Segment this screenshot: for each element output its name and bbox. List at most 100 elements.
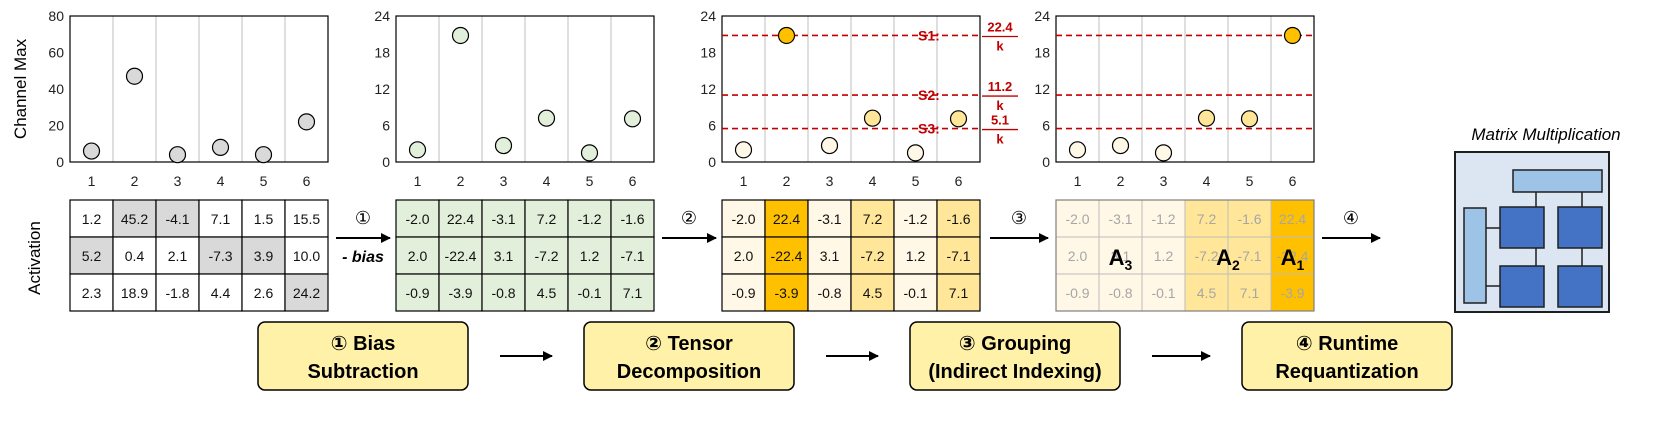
matrix-cell-value: -1.8 (165, 285, 189, 301)
y-tick-label: 6 (708, 118, 716, 134)
matrix-cell (893, 236, 938, 275)
threshold-numerator: 5.1 (991, 113, 1009, 128)
matrix-cell (610, 199, 655, 238)
y-tick-label: 24 (700, 8, 716, 24)
x-tick-label: 6 (303, 173, 311, 189)
matrix-cell-value: -7.1 (946, 248, 970, 264)
arrow-step-number: ② (681, 208, 697, 228)
group-label: A3 (1109, 245, 1133, 273)
y-tick-label: 12 (700, 81, 716, 97)
arrow-step-number: ④ (1343, 208, 1359, 228)
matrix-cell-value: -1.6 (1237, 211, 1261, 227)
matrix-cell (241, 199, 286, 238)
arrow-label: - bias (342, 249, 384, 266)
process-arrows: ①- bias ② ③ ④ (336, 208, 1381, 266)
matrix-cell-value: 2.1 (168, 248, 188, 264)
y-tick-label: 6 (382, 118, 390, 134)
matrix-cell-value: 18.9 (121, 285, 148, 301)
data-point (734, 141, 753, 159)
matrix-cell (1055, 199, 1100, 238)
matrix-cell-value: -1.2 (903, 211, 927, 227)
matrix-cell-value: 10.0 (293, 248, 320, 264)
x-tick-label: 5 (260, 173, 268, 189)
matrix-cell-value: 22.4 (773, 211, 800, 227)
matrix-cell-value: -0.9 (731, 285, 755, 301)
matrix-cell-value: -4.1 (165, 211, 189, 227)
y-tick-label: 24 (374, 8, 390, 24)
matrix-cell (112, 273, 157, 312)
x-tick-label: 2 (1117, 173, 1125, 189)
data-point (1197, 109, 1216, 127)
x-tick-label: 3 (500, 173, 508, 189)
matrix-cell-value: 7.2 (863, 211, 883, 227)
data-point (777, 26, 796, 45)
matrix-cell (893, 273, 938, 312)
matrix-cell (850, 236, 895, 275)
x-tick-label: 2 (783, 173, 791, 189)
matrix-cell-value: 0.4 (125, 248, 145, 264)
matmul-block (1499, 206, 1545, 249)
x-tick-label: 2 (131, 173, 139, 189)
x-tick-label: 2 (457, 173, 465, 189)
matrix-cell-value: 2.3 (82, 285, 102, 301)
matrix-cell-value: 2.6 (254, 285, 274, 301)
step-box (1241, 321, 1453, 391)
step-subtitle: (Indirect Indexing) (928, 361, 1101, 383)
matrix-cell-value: -2.0 (731, 211, 755, 227)
matrix-cell (284, 199, 329, 238)
y-tick-label: 24 (1034, 8, 1050, 24)
matrix-cell-value: 15.5 (293, 211, 320, 227)
matrix-cell-value: 3.1 (1111, 248, 1131, 264)
x-tick-label: 6 (629, 173, 637, 189)
matrix-cell-value: 24.2 (293, 285, 320, 301)
y-tick-label: 12 (374, 81, 390, 97)
y-tick-label: 18 (1034, 45, 1050, 61)
y-tick-label: 6 (1042, 118, 1050, 134)
data-point (254, 146, 273, 164)
matrix-cell-value: -0.8 (1108, 285, 1132, 301)
matrix-cell (198, 273, 243, 312)
matrix-cell-value: 2.0 (1068, 248, 1088, 264)
matmul-top-bar (1512, 169, 1603, 193)
matrix-cell-value: 45.2 (121, 211, 148, 227)
matrix-cell-value: -3.1 (491, 211, 515, 227)
matrix-cell-value: -3.9 (448, 285, 472, 301)
x-tick-label: 5 (586, 173, 594, 189)
y-tick-label: 0 (56, 154, 64, 170)
matrix-cell (112, 199, 157, 238)
matrix-cell (807, 236, 852, 275)
step-title: ② Tensor (645, 333, 733, 355)
data-point (451, 26, 470, 45)
matrix-cell (438, 199, 483, 238)
threshold-denominator: k (996, 98, 1004, 113)
matrix-cell-value: 1.2 (82, 211, 102, 227)
threshold-denominator: k (996, 132, 1004, 147)
data-point (906, 144, 925, 162)
matrix-cell (1270, 236, 1315, 275)
step-box-3: ③ Grouping(Indirect Indexing) (909, 321, 1211, 391)
arrow-1: ①- bias (336, 208, 391, 266)
x-tick-label: 6 (955, 173, 963, 189)
threshold-numerator: 11.2 (988, 79, 1013, 94)
matrix-cell-value: 1.2 (580, 248, 600, 264)
matmul-left-bar (1463, 207, 1487, 304)
matrix-cell-value: -1.6 (946, 211, 970, 227)
threshold-label: S2: (918, 87, 940, 103)
matrix-cell-value: -0.8 (491, 285, 515, 301)
matrix-cell (481, 273, 526, 312)
data-point (580, 144, 599, 162)
matrix-cell-value: -7.1 (620, 248, 644, 264)
arrow-step-number: ③ (1011, 208, 1027, 228)
data-point (1240, 110, 1259, 128)
x-tick-label: 1 (414, 173, 422, 189)
matrix-cell-value: 3.1 (494, 248, 514, 264)
matrix-cell (284, 273, 329, 312)
data-point (494, 136, 513, 155)
matrix-cell-value: -7.3 (208, 248, 232, 264)
matmul-block (1499, 265, 1545, 308)
step-box (583, 321, 795, 391)
